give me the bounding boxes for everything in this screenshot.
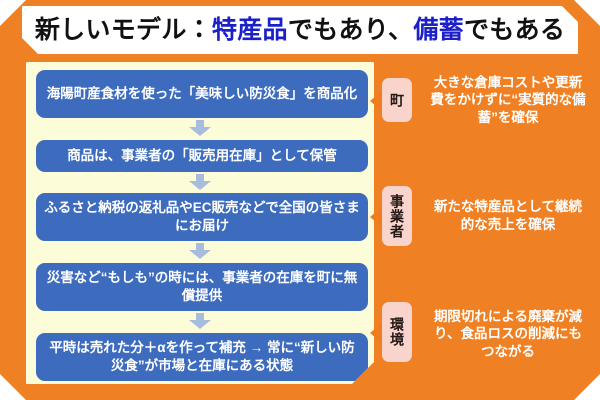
role-tag-town: 町: [382, 78, 412, 122]
title-banner: 新しいモデル：特産品でもあり、備蓄でもある: [22, 6, 578, 54]
flow-panel: 海陽町産食材を使った「美味しい防災食」を商品化 商品は、事業者の「販売用在庫」と…: [24, 60, 376, 386]
title-middle: でもあり、: [287, 15, 414, 44]
triangle-left-icon: [370, 90, 383, 112]
benefit-card-business: 新たな特産品として継続的な売上を確保: [386, 178, 592, 254]
arrow-down-icon: [189, 174, 211, 190]
role-tag-environment: 環境: [382, 302, 412, 362]
title-highlight-bichiku: 備蓄: [413, 15, 464, 44]
arrow-down-icon: [189, 313, 211, 329]
flow-step-4: 災害など“もしも”の時には、事業者の在庫を町に無償提供: [36, 263, 368, 311]
benefit-environment-text: 期限切れによる廃棄が減り、食品ロスの削減にもつながる: [433, 308, 583, 359]
title-prefix: 新しいモデル：: [34, 15, 212, 44]
page-title: 新しいモデル：特産品でもあり、備蓄でもある: [34, 15, 566, 44]
benefit-card-environment: 期限切れによる廃棄が減り、食品ロスの削減にもつながる: [386, 294, 592, 374]
title-suffix: でもある: [463, 15, 566, 44]
flow-step-3: ふるさと納税の返礼品やEC販売などで全国の皆さまにお届け: [36, 193, 368, 241]
role-tag-business: 事業者: [382, 186, 412, 246]
flow-step-5: 平時は売れた分＋αを作って補充 → 常に“新しい防災食”が市場と在庫にある状態: [36, 333, 368, 381]
triangle-left-icon: [370, 322, 383, 344]
flow-step-2: 商品は、事業者の「販売用在庫」として保管: [36, 140, 368, 172]
flow-step-1: 海陽町産食材を使った「美味しい防災食」を商品化: [36, 70, 368, 118]
arrow-down-icon: [189, 120, 211, 136]
benefit-town-text: 大きな倉庫コストや更新費をかけずに“実質的な備蓄”を確保: [430, 74, 586, 125]
triangle-left-icon: [370, 206, 383, 228]
arrow-down-icon: [189, 243, 211, 259]
title-highlight-tokusanhin: 特産品: [211, 15, 288, 44]
benefit-business-text: 新たな特産品として継続的な売上を確保: [433, 199, 583, 232]
benefit-card-town: 大きな倉庫コストや更新費をかけずに“実質的な備蓄”を確保: [386, 62, 592, 138]
